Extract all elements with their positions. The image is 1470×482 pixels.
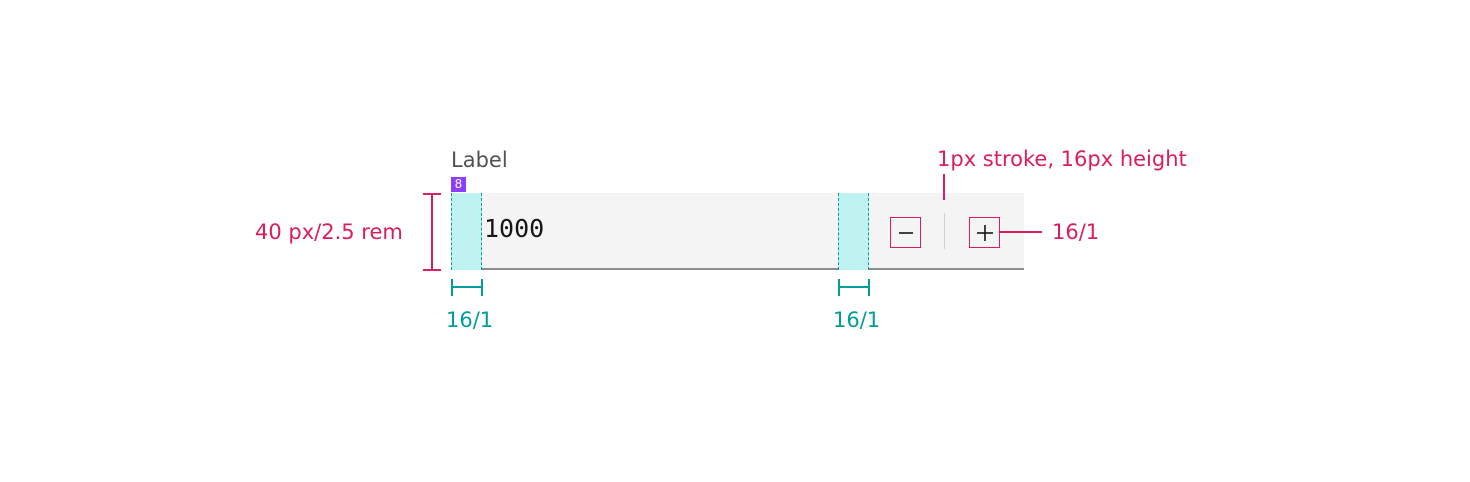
number-input-value[interactable]: 1000 bbox=[484, 214, 545, 243]
icon-leader-line bbox=[1000, 231, 1042, 233]
minus-icon bbox=[897, 224, 915, 242]
plus-icon bbox=[975, 223, 995, 243]
divider-leader-line bbox=[943, 174, 945, 200]
padding-zone-left bbox=[451, 193, 482, 270]
padding-left-measure-end bbox=[481, 279, 483, 296]
height-bracket-bottom bbox=[423, 269, 441, 271]
padding-left-measure-line bbox=[451, 286, 483, 288]
padding-left-annotation: 16/1 bbox=[446, 308, 494, 332]
field-label: Label bbox=[451, 148, 508, 172]
padding-zone-right bbox=[838, 193, 869, 270]
padding-right-annotation: 16/1 bbox=[833, 308, 881, 332]
spacing-token-badge: 8 bbox=[451, 177, 466, 192]
divider-annotation: 1px stroke, 16px height bbox=[937, 147, 1187, 171]
decrement-button[interactable] bbox=[890, 217, 921, 248]
stepper-divider bbox=[944, 213, 945, 249]
padding-right-measure-line bbox=[838, 286, 870, 288]
icon-size-annotation: 16/1 bbox=[1052, 220, 1100, 244]
padding-right-measure-end bbox=[868, 279, 870, 296]
increment-button[interactable] bbox=[969, 217, 1000, 248]
height-bracket-line bbox=[431, 193, 433, 271]
number-input-field[interactable] bbox=[451, 193, 1024, 270]
height-annotation: 40 px/2.5 rem bbox=[255, 220, 403, 244]
